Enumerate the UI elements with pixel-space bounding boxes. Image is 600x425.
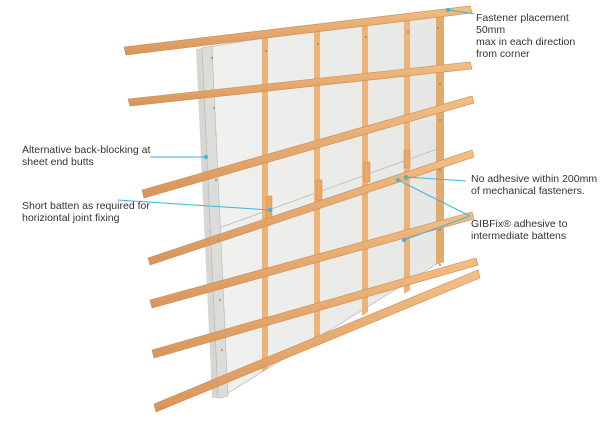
callout-short-batten: Short batten as required for horiziontal…: [22, 200, 150, 224]
batten-6: [151, 257, 479, 359]
leader-fastener: [447, 9, 475, 15]
leader-short-batten: [117, 199, 271, 211]
callout-back-blocking: Alternative back-blocking at sheet end b…: [22, 144, 151, 168]
callout-gibfix-adhesive: GIBFix® adhesive to intermediate battens: [471, 218, 568, 242]
back-blocking: [201, 45, 229, 399]
leader-gibfix-1: [397, 179, 471, 217]
batten-7: [153, 269, 481, 413]
callout-no-adhesive: No adhesive within 200mm of mechanical f…: [471, 173, 598, 197]
callout-fastener-placement: Fastener placement 50mm max in each dire…: [476, 12, 576, 60]
batten-2: [127, 61, 473, 107]
batten-5: [149, 211, 475, 309]
leader-no-adhesive: [405, 176, 467, 182]
leader-gibfix-2: [403, 215, 471, 241]
batten-3: [141, 95, 475, 199]
short-battens: [265, 149, 411, 219]
fasteners: [211, 27, 441, 351]
batten-4: [147, 149, 475, 266]
leader-lines: [117, 7, 475, 243]
horizontal-battens: [123, 5, 481, 413]
right-edge-stud: [436, 9, 444, 265]
batten-1: [123, 5, 473, 56]
